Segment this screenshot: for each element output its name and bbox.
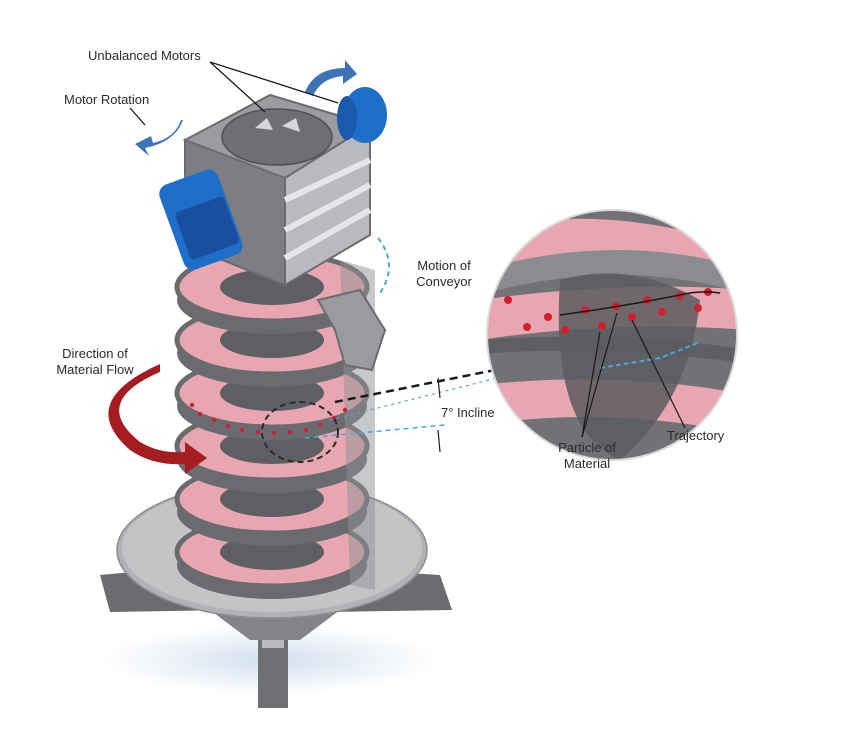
incline-indicator: [304, 366, 506, 453]
motor-rotation-arrow-left: [135, 120, 183, 156]
particles-on-deck: [189, 402, 348, 436]
label-motor-rotation: Motor Rotation: [64, 92, 150, 107]
label-direction-line2: Material Flow: [56, 362, 134, 377]
spiral-decks: [174, 250, 375, 599]
unbalanced-motor-right: [337, 87, 387, 143]
label-unbalanced-motors: Unbalanced Motors: [88, 48, 201, 63]
leader-lines: [129, 61, 339, 126]
discharge-chute: [316, 288, 387, 372]
motion-arc: [377, 237, 390, 297]
label-particle-line1: Particle of: [558, 440, 616, 455]
zoom-detail-view: [486, 209, 738, 461]
detail-callout-circle: [261, 401, 339, 463]
label-direction-line1: Direction of: [62, 346, 128, 361]
label-direction-of-material-flow: Direction of Material Flow: [40, 346, 150, 378]
label-motion-line1: Motion of: [417, 258, 471, 273]
label-motion-of-conveyor: Motion of Conveyor: [406, 258, 482, 290]
zoom-leader-lines: [581, 312, 686, 438]
motor-rotation-arrow-right: [305, 60, 357, 96]
label-motion-line2: Conveyor: [416, 274, 472, 289]
material-flow-arrow: [108, 364, 207, 474]
label-particle-of-material: Particle of Material: [546, 440, 628, 472]
label-particle-line2: Material: [563, 456, 611, 471]
label-incline: 7° Incline: [441, 405, 495, 420]
unbalanced-motor-left: [159, 169, 243, 270]
label-trajectory: Trajectory: [667, 428, 725, 443]
